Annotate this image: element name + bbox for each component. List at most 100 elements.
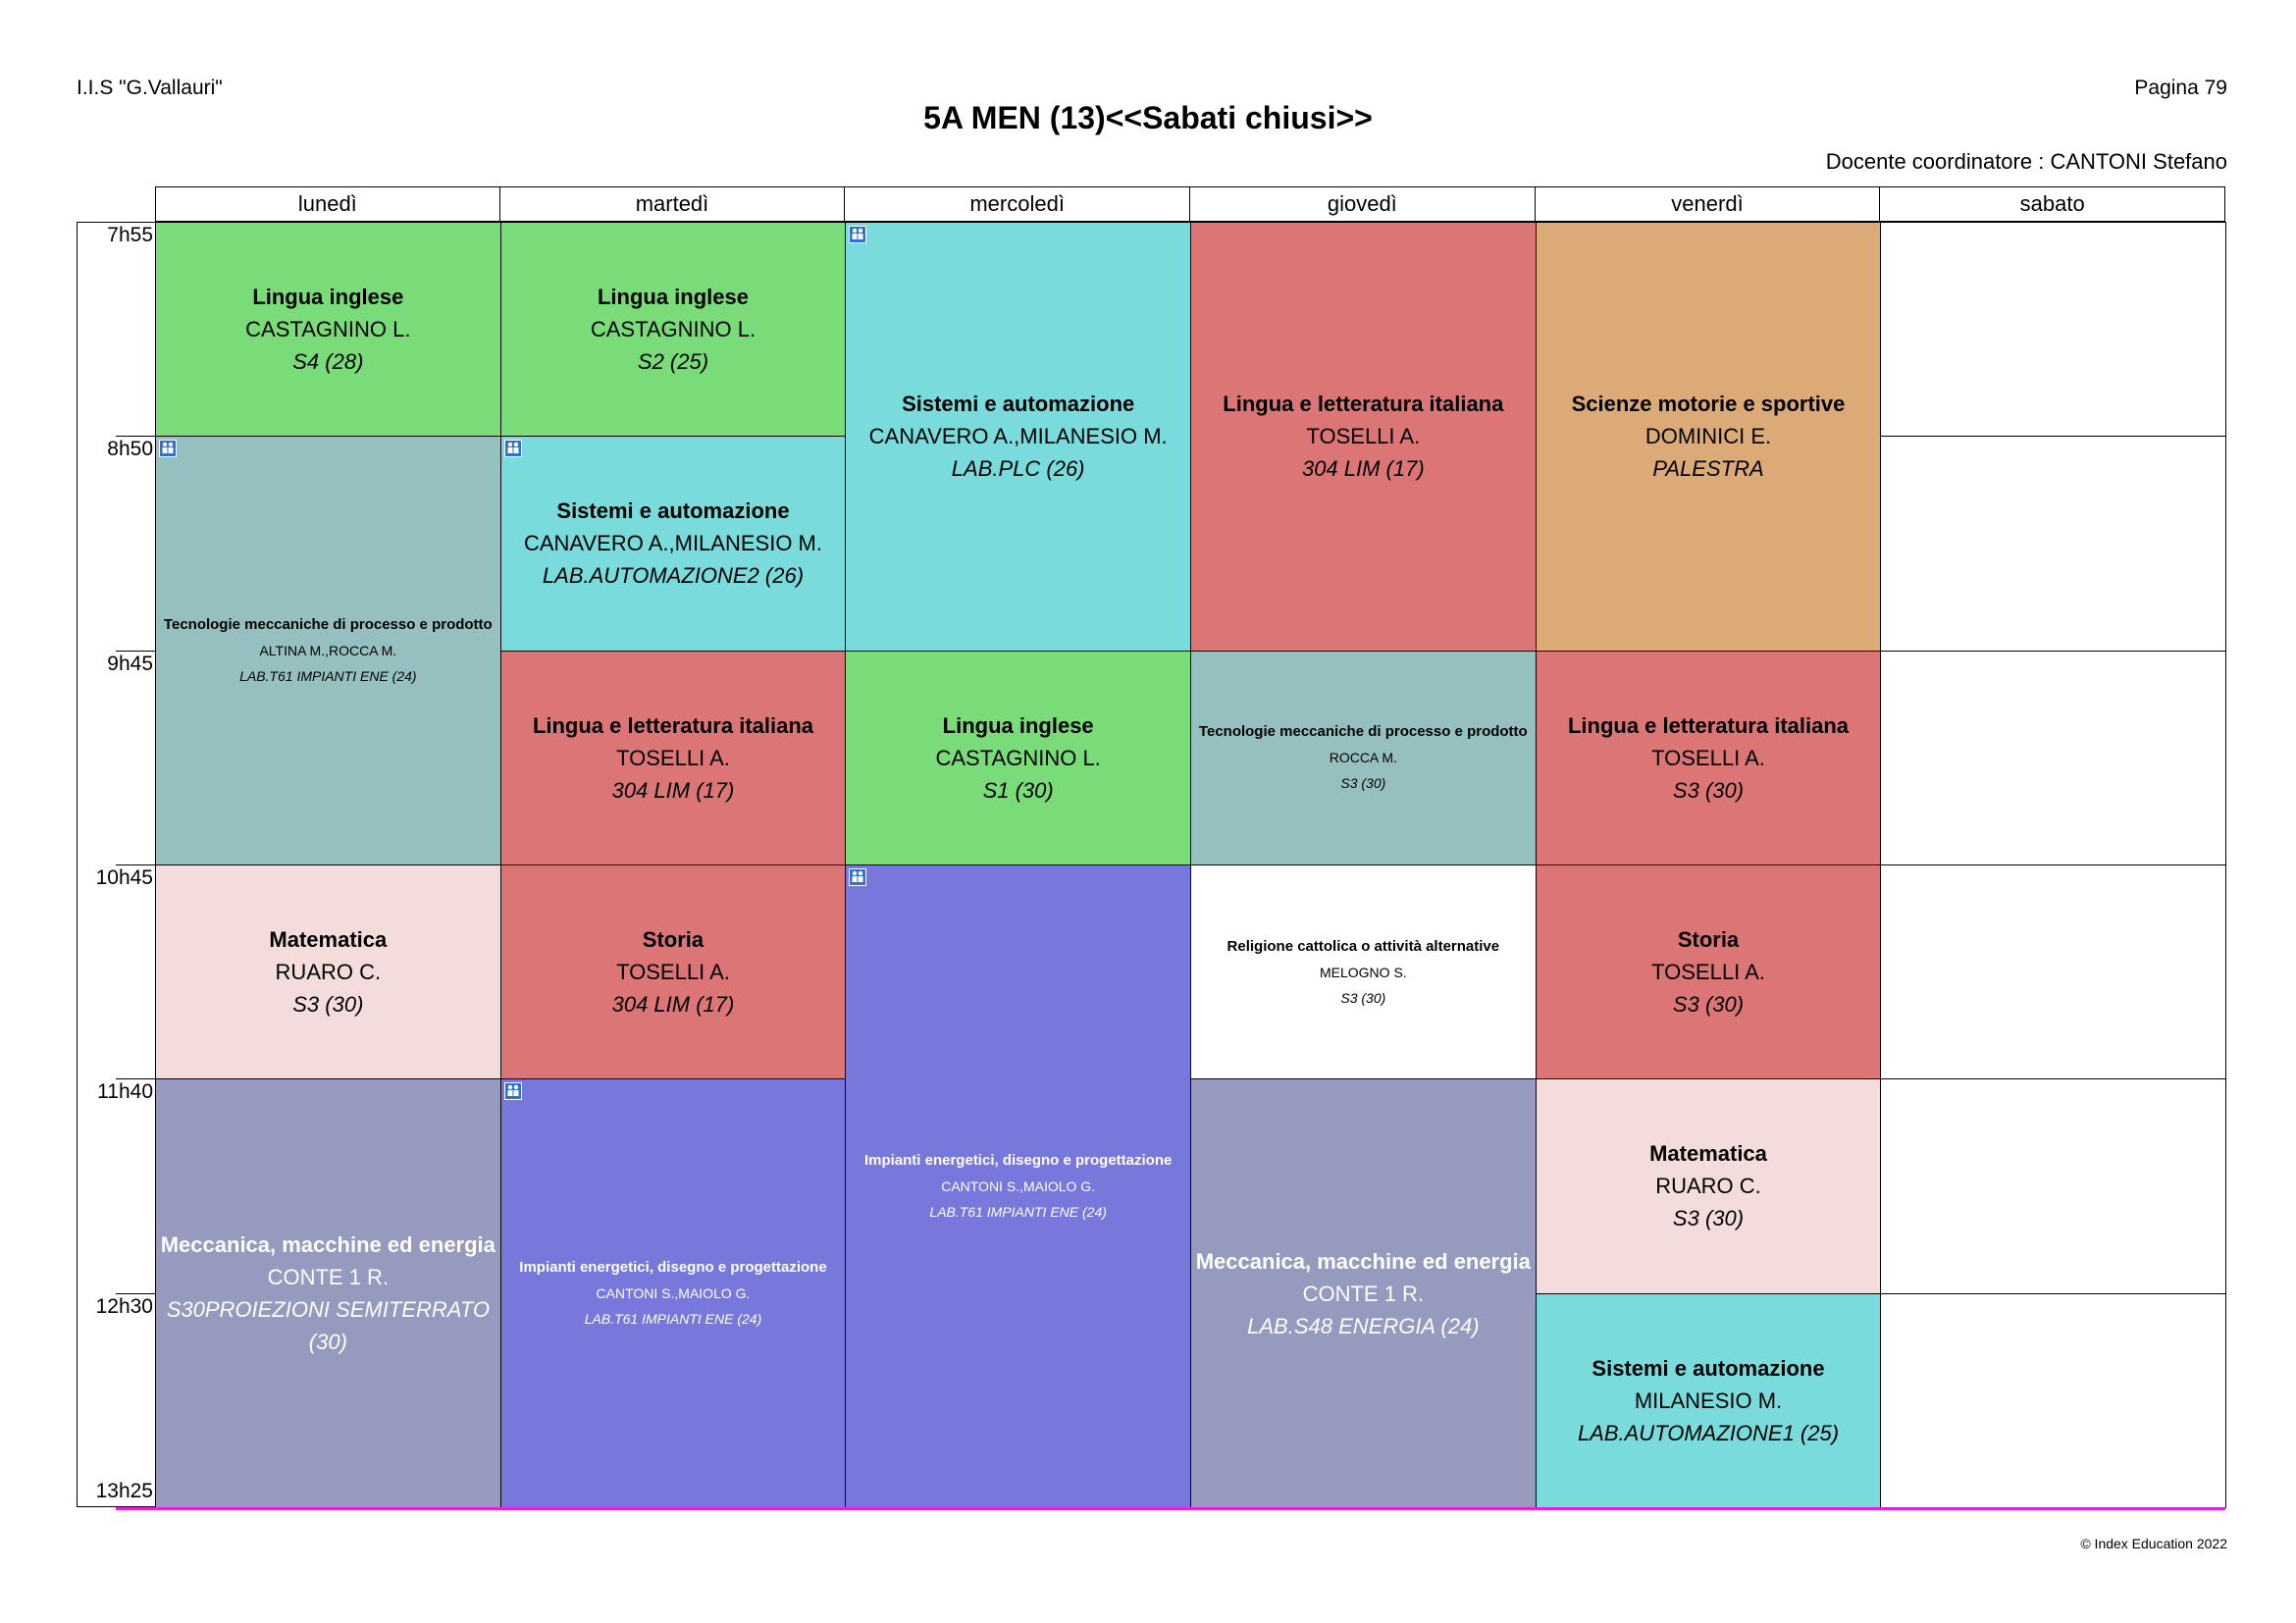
lesson-room: S3 (30) <box>1672 1206 1745 1231</box>
group-icon <box>159 440 177 458</box>
lesson-teacher: MELOGNO S. <box>1319 964 1407 980</box>
lesson-teacher: CASTAGNINO L. <box>935 745 1101 770</box>
empty-slot <box>1880 1078 2226 1294</box>
lesson-teacher: TOSELLI A. <box>1651 960 1765 985</box>
lesson-room: PALESTRA <box>1652 456 1764 482</box>
empty-slot <box>1880 1292 2226 1508</box>
group-icon <box>503 1082 522 1101</box>
lesson-subject: Meccanica, macchine ed energia <box>1195 1248 1531 1274</box>
lesson-subject: Impianti energetici, disegno e progettaz… <box>863 1151 1173 1169</box>
lesson-subject: Sistemi e automazione <box>902 392 1135 417</box>
lesson-block[interactable]: Religione cattolica o attività alternati… <box>1190 864 1537 1080</box>
lesson-room: S1 (30) <box>982 777 1054 803</box>
lesson-teacher: MILANESIO M. <box>1634 1387 1783 1413</box>
coordinator-label: Docente coordinatore : CANTONI Stefano <box>1825 149 2227 174</box>
lesson-room: S3 (30) <box>1340 775 1386 792</box>
lesson-teacher: CANAVERO A.,MILANESIO M. <box>868 424 1168 449</box>
lesson-teacher: TOSELLI A. <box>1306 424 1421 449</box>
lesson-room: LAB.T61 IMPIANTI ENE (24) <box>584 1311 762 1328</box>
lesson-subject: Religione cattolica o attività alternati… <box>1226 937 1500 955</box>
lesson-subject: Lingua inglese <box>597 285 749 310</box>
lesson-subject: Lingua inglese <box>942 712 1094 738</box>
lesson-subject: Tecnologie meccaniche di processo e prod… <box>163 616 493 634</box>
empty-slot <box>1880 650 2226 865</box>
lesson-subject: Matematica <box>1649 1141 1767 1167</box>
lesson-room: S4 (28) <box>292 349 364 375</box>
day-header-5: sabato <box>1880 186 2225 222</box>
lesson-subject: Sistemi e automazione <box>1592 1355 1825 1381</box>
school-name: I.I.S "G.Vallauri" <box>77 77 223 99</box>
lesson-block[interactable]: Tecnologie meccaniche di processo e prod… <box>1190 650 1537 865</box>
lesson-room: LAB.T61 IMPIANTI ENE (24) <box>239 668 417 685</box>
lesson-block[interactable]: Tecnologie meccaniche di processo e prod… <box>155 436 501 865</box>
day-header-3: giovedì <box>1190 186 1536 222</box>
lesson-room: S3 (30) <box>1672 777 1745 803</box>
lesson-teacher: CASTAGNINO L. <box>245 317 411 342</box>
time-tick <box>116 1078 155 1080</box>
lesson-teacher: RUARO C. <box>1655 1174 1761 1199</box>
lesson-room: LAB.AUTOMAZIONE1 (25) <box>1577 1420 1840 1445</box>
lesson-block[interactable]: Impianti energetici, disegno e progettaz… <box>845 864 1191 1508</box>
lesson-teacher: DOMINICI E. <box>1644 424 1772 449</box>
lesson-subject: Meccanica, macchine ed energia <box>160 1232 496 1258</box>
lesson-subject: Lingua inglese <box>252 285 404 310</box>
lesson-room: 304 LIM (17) <box>1301 456 1425 482</box>
lesson-teacher: CONTE 1 R. <box>1302 1281 1425 1306</box>
lesson-teacher: TOSELLI A. <box>616 960 730 985</box>
empty-slot <box>1880 222 2226 438</box>
group-icon <box>503 440 522 458</box>
lesson-subject: Scienze motorie e sportive <box>1571 392 1846 417</box>
day-header-4: venerdì <box>1535 186 1881 222</box>
time-label-1: 8h50 <box>107 438 153 461</box>
day-header-1: martedì <box>499 186 846 222</box>
lesson-room: S3 (30) <box>1672 992 1745 1018</box>
time-label-3: 10h45 <box>95 865 153 889</box>
time-label-5: 12h30 <box>95 1294 153 1318</box>
time-label-2: 9h45 <box>107 652 153 675</box>
lesson-teacher: CANTONI S.,MAIOLO G. <box>941 1178 1096 1194</box>
time-label-0: 7h55 <box>107 224 153 246</box>
time-tick <box>116 650 155 652</box>
lesson-subject: Storia <box>1677 927 1740 953</box>
lesson-subject: Storia <box>642 927 704 953</box>
lesson-subject: Sistemi e automazione <box>556 498 790 524</box>
lesson-teacher: ROCCA M. <box>1329 750 1397 766</box>
timetable-title: 5A MEN (13)<<Sabati chiusi>> <box>923 100 1373 135</box>
lesson-teacher: RUARO C. <box>275 960 382 985</box>
lesson-teacher: TOSELLI A. <box>616 745 730 770</box>
lesson-teacher: CANTONI S.,MAIOLO G. <box>596 1285 751 1302</box>
copyright-footer: © Index Education 2022 <box>2080 1536 2227 1551</box>
time-tick <box>116 436 155 438</box>
day-header-2: mercoledì <box>845 186 1190 222</box>
lesson-subject: Tecnologie meccaniche di processo e prod… <box>1198 723 1528 741</box>
lesson-room: LAB.S48 ENERGIA (24) <box>1247 1313 1480 1338</box>
lesson-block[interactable]: Impianti energetici, disegno e progettaz… <box>499 1078 847 1508</box>
lesson-teacher: ALTINA M.,ROCCA M. <box>259 643 397 659</box>
lesson-teacher: CONTE 1 R. <box>267 1265 390 1290</box>
time-label-4: 11h40 <box>97 1080 153 1104</box>
lesson-subject: Lingua e letteratura italiana <box>1223 392 1504 417</box>
lesson-teacher: CANAVERO A.,MILANESIO M. <box>523 531 822 556</box>
lesson-room: S30PROIEZIONI SEMITERRATO (30) <box>166 1297 490 1355</box>
lesson-room: LAB.PLC (26) <box>951 456 1085 482</box>
day-header-0: lunedì <box>155 186 500 222</box>
lesson-subject: Impianti energetici, disegno e progettaz… <box>519 1259 827 1277</box>
time-label-6: 13h25 <box>95 1479 153 1502</box>
page-number: Pagina 79 <box>2134 77 2227 99</box>
